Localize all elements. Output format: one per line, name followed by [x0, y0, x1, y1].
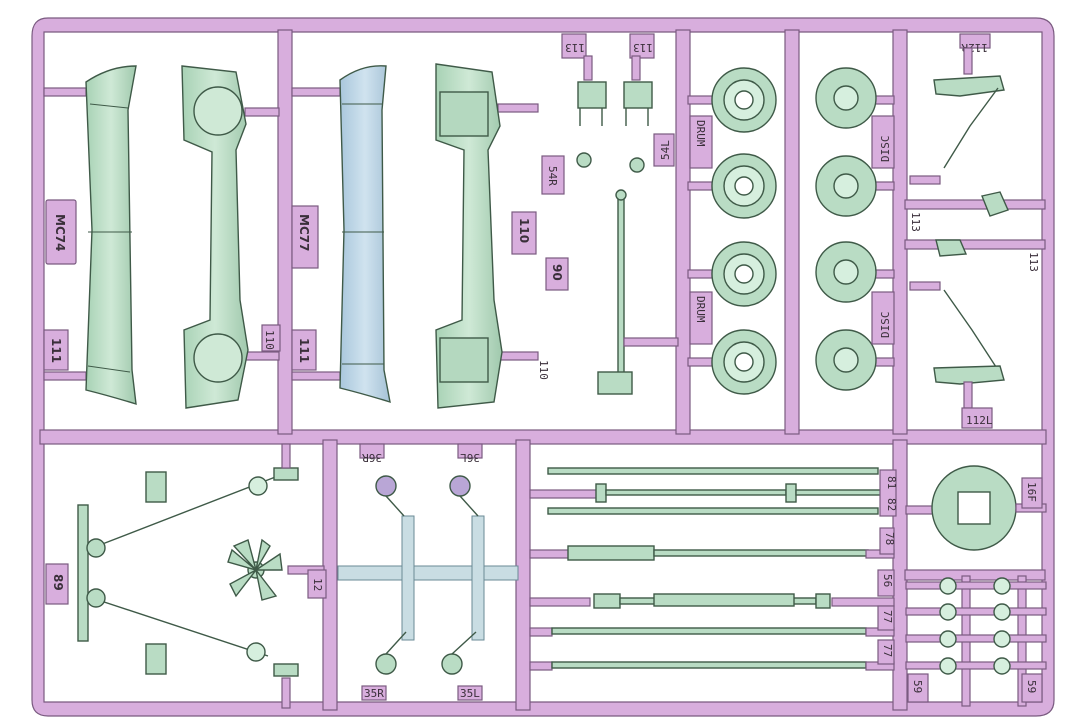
bumper-mc77	[291, 65, 391, 404]
runner-v2	[675, 29, 691, 435]
label-disc-1: DISC	[879, 136, 892, 163]
label-16f: 16F	[1025, 482, 1038, 502]
label-113-b: 113	[633, 41, 653, 54]
cooling-fan	[227, 538, 325, 601]
label-81: 81	[885, 476, 898, 489]
label-112l: 112L	[966, 414, 993, 427]
label-35r: 35R	[364, 687, 384, 700]
steering-knuckles: 112R 113 113 112L	[909, 33, 1040, 429]
label-77-b: 77	[881, 644, 894, 657]
label-82: 82	[885, 498, 898, 511]
label-12: 12	[311, 578, 324, 591]
steering-rod	[597, 189, 679, 395]
spring-parts-top: 113 113	[561, 33, 655, 126]
label-113-c: 113	[909, 212, 922, 232]
runner-v1	[277, 29, 293, 435]
bumper-mc74	[43, 65, 137, 405]
rods-group: 81 82 78 56 77 77	[529, 467, 898, 671]
label-89: 89	[51, 574, 65, 591]
label-77-a: 77	[881, 610, 894, 623]
runner-h-right3	[904, 239, 1046, 250]
label-110-c: 110	[537, 360, 550, 380]
label-56: 56	[881, 574, 894, 587]
label-54l: 54L	[659, 140, 672, 160]
small-rings: 59 59	[905, 577, 1047, 703]
label-disc-2: DISC	[879, 312, 892, 339]
label-36l: 36L	[460, 451, 480, 464]
label-36r: 36R	[362, 451, 382, 464]
label-111-a: 111	[49, 338, 63, 363]
bumper-bracket-b	[435, 63, 539, 409]
label-35l: 35L	[460, 687, 480, 700]
label-111-b: 111	[297, 338, 311, 363]
runner-v3	[784, 29, 800, 435]
runner-h-right	[904, 569, 1046, 581]
label-110-b: 110	[517, 218, 531, 243]
a-frame	[77, 443, 299, 709]
bumper-bracket-a	[181, 65, 280, 409]
radiator-cap-disc: 16F	[905, 465, 1047, 551]
label-113-d: 113	[1027, 252, 1040, 272]
runner-frame	[31, 17, 1055, 717]
label-110-a: 110	[263, 330, 276, 350]
label-78: 78	[883, 532, 896, 545]
label-54r: 54R	[546, 166, 559, 186]
runner-h-right2	[904, 199, 1046, 210]
label-113-a: 113	[565, 41, 585, 54]
cross-assembly: 36R 36L 35R 35L	[337, 443, 519, 701]
runner-v4	[892, 29, 908, 435]
part-54: 54R 54L	[541, 133, 675, 195]
label-59-b: 59	[1025, 680, 1038, 693]
label-drum-2: DRUM	[694, 296, 707, 323]
brake-discs: DISC DISC	[815, 67, 895, 391]
label-mc77: MC77	[297, 214, 311, 251]
label-59-a: 59	[911, 680, 924, 693]
label-90: 90	[550, 264, 564, 281]
label-mc74: MC74	[53, 214, 67, 251]
label-drum-1: DRUM	[694, 120, 707, 147]
brake-drums: DRUM DRUM	[687, 67, 777, 395]
